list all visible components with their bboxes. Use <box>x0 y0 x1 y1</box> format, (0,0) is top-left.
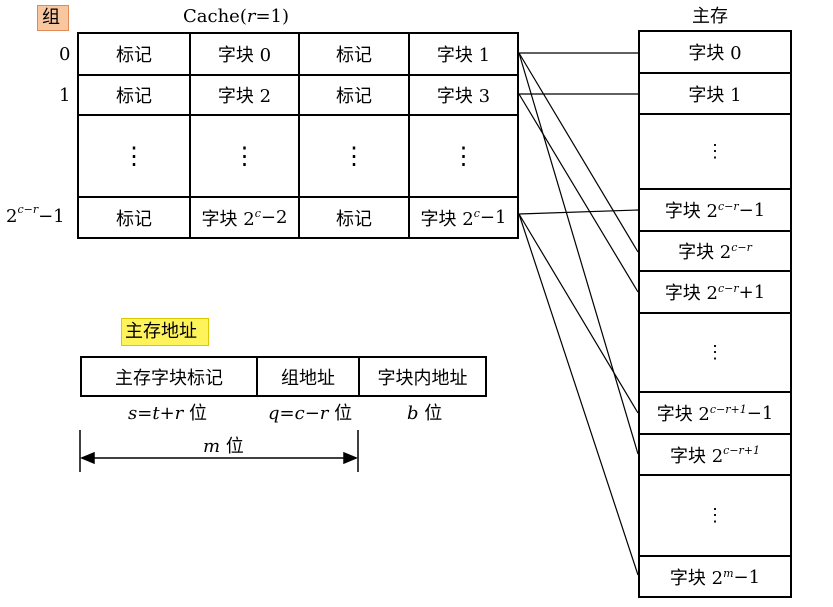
offset-bits-label: b 位 <box>407 403 443 424</box>
group-bits-label: q=c−r 位 <box>268 403 353 424</box>
vertical-ellipsis: ⋮ <box>122 142 146 170</box>
cache-block-cell: 字块 1 <box>436 45 491 66</box>
vertical-ellipsis: ⋮ <box>706 140 724 162</box>
memory-block-1: 字块 1 <box>688 84 742 106</box>
vertical-ellipsis: ⋮ <box>706 341 724 363</box>
cache-title: Cache(r=1) <box>183 6 290 27</box>
vertical-ellipsis: ⋮ <box>706 504 724 526</box>
group-header-text: 组 <box>42 7 60 28</box>
memory-block-0: 字块 0 <box>688 43 742 64</box>
mapping-line <box>518 209 639 215</box>
mapping-line <box>518 93 639 293</box>
main-memory-column <box>638 30 792 598</box>
cache-tag-cell: 标记 <box>116 45 152 66</box>
main-memory-title: 主存 <box>692 6 728 27</box>
address-field-offset: 字块内地址 <box>377 367 468 389</box>
cache-block-cell: 字块 2 <box>217 86 272 107</box>
vertical-ellipsis: ⋮ <box>342 142 366 170</box>
mapping-line <box>518 52 639 455</box>
cache-tag-cell: 标记 <box>336 208 372 230</box>
cache-tag-cell: 标记 <box>116 208 152 230</box>
cache-tag-cell: 标记 <box>336 86 372 107</box>
row-index-0: 0 <box>59 44 71 65</box>
address-title: 主存地址 <box>121 318 209 346</box>
group-header: 组 <box>37 5 69 31</box>
mapping-line <box>518 213 639 414</box>
total-bits-label: m 位 <box>203 436 244 457</box>
cache-block-cell: 字块 3 <box>436 86 491 107</box>
cache-tag-cell: 标记 <box>336 45 372 66</box>
vertical-ellipsis: ⋮ <box>232 142 257 170</box>
address-field-group: 组地址 <box>281 367 335 389</box>
row-index-1: 1 <box>59 85 71 106</box>
address-format-table <box>80 356 487 397</box>
tag-bits-label: s=t+r 位 <box>128 403 207 424</box>
address-field-tag: 主存字块标记 <box>115 367 223 389</box>
vertical-ellipsis: ⋮ <box>451 142 476 170</box>
cache-tag-cell: 标记 <box>116 86 152 107</box>
row-index-last: 2c−r−1 <box>6 203 65 227</box>
cache-block-cell: 字块 0 <box>217 45 272 66</box>
mapping-line <box>518 213 639 576</box>
mapping-line <box>518 52 639 253</box>
